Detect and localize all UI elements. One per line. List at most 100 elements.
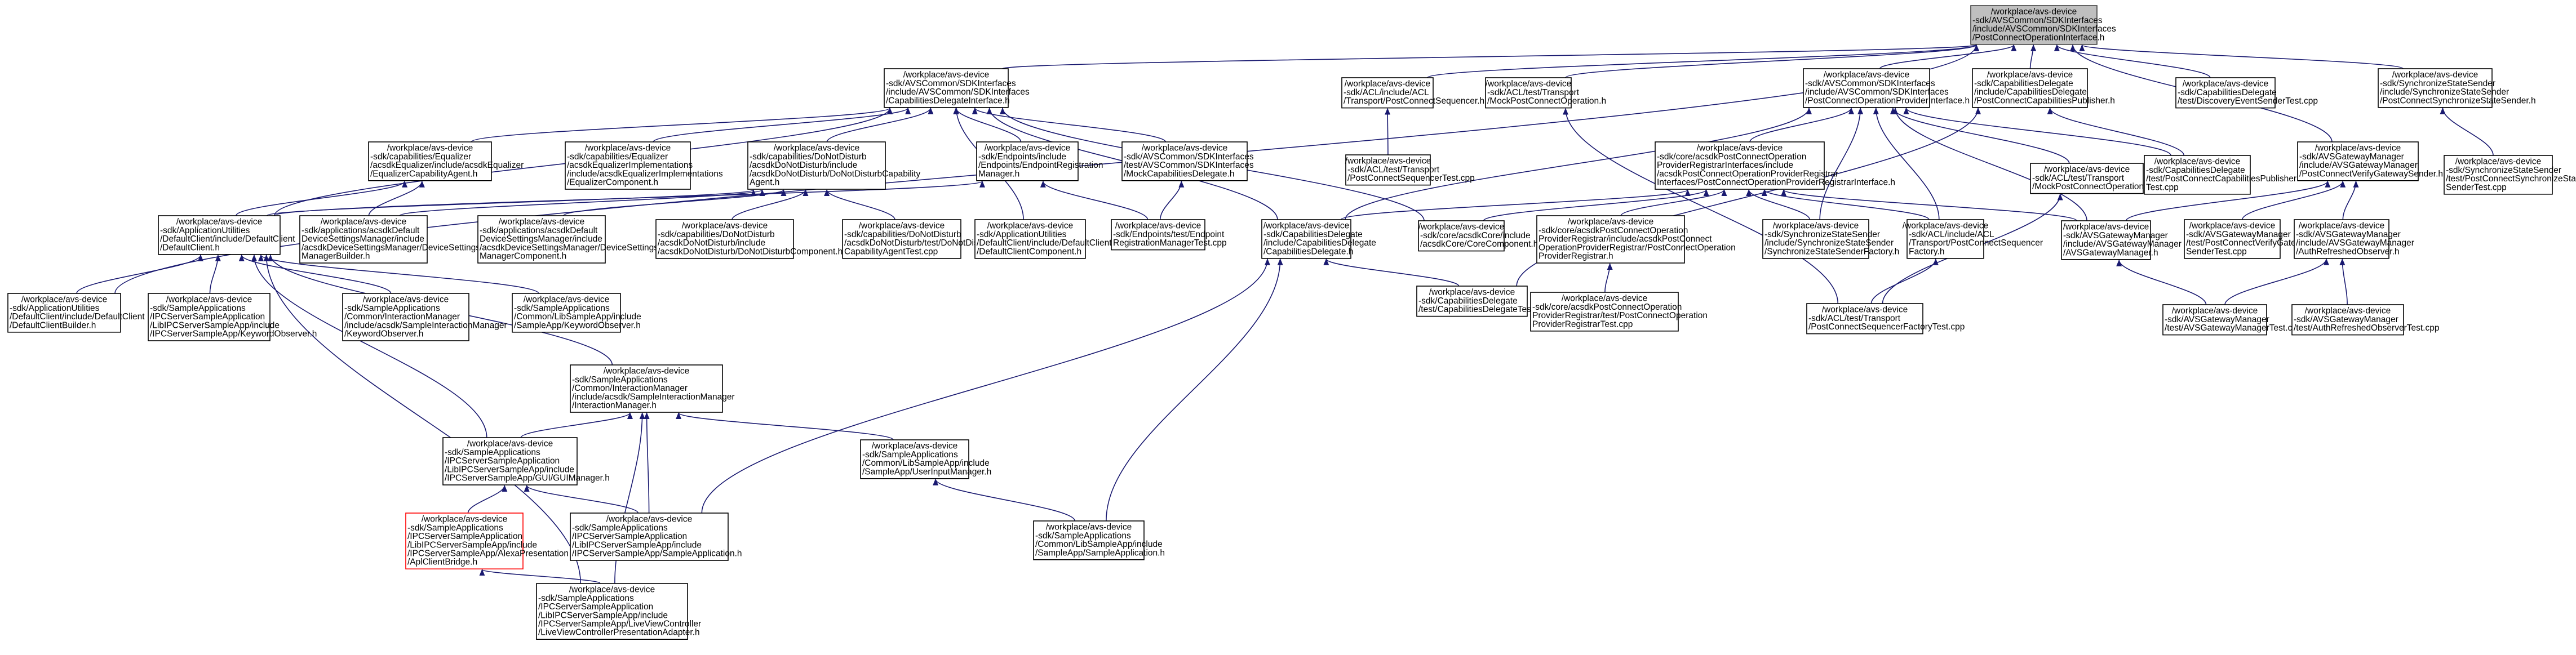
- file-node-box: [2144, 155, 2251, 195]
- file-node-aclpcs[interactable]: /workplace/avs-device-sdk/ACL/include/AC…: [1341, 77, 1484, 109]
- file-node-label-line: -sdk/core/acsdkPostConnectOperation: [1657, 152, 1806, 162]
- file-node-box: [1970, 5, 2098, 45]
- file-node-label-line: /workplace/avs-device: [1773, 221, 1859, 231]
- file-node-aplbridge[interactable]: /workplace/avs-device-sdk/SampleApplicat…: [405, 513, 569, 569]
- file-node-label-line: /include/SynchronizeStateSender: [2380, 87, 2509, 97]
- file-node-label-line: -sdk/Endpoints/include: [978, 152, 1066, 162]
- file-node-mockcapdel[interactable]: /workplace/avs-device-sdk/AVSCommon/SDKI…: [1121, 141, 1254, 181]
- file-node-label-line: /workplace/avs-device: [1429, 288, 1515, 297]
- file-node-dndagent[interactable]: /workplace/avs-device-sdk/capabilities/D…: [747, 141, 920, 190]
- file-node-root[interactable]: /workplace/avs-device-sdk/AVSCommon/SDKI…: [1970, 5, 2116, 45]
- file-node-label-line: /LibIPCServerSampleApp/include: [445, 465, 574, 474]
- file-node-ipckeyword[interactable]: /workplace/avs-device-sdk/SampleApplicat…: [148, 293, 317, 341]
- dependency-edge: [1340, 189, 1691, 220]
- dependency-edge: [76, 254, 203, 294]
- file-node-pcopif[interactable]: /workplace/avs-device-sdk/AVSCommon/SDKI…: [1803, 68, 1970, 108]
- file-node-devsetmgrbuilder[interactable]: /workplace/avs-device-sdk/applications/a…: [299, 215, 480, 264]
- file-node-capdel[interactable]: /workplace/avs-device-sdk/CapabilitiesDe…: [1261, 219, 1376, 259]
- file-node-gwsender[interactable]: /workplace/avs-device-sdk/AVSGatewayMana…: [2297, 141, 2443, 181]
- file-node-devsetmgrcomp[interactable]: /workplace/avs-device-sdk/applications/a…: [477, 215, 658, 264]
- file-node-cddiscov[interactable]: /workplace/avs-device-sdk/CapabilitiesDe…: [2175, 77, 2318, 109]
- file-node-label-line: /workplace/avs-device: [2299, 221, 2384, 231]
- dependency-edge: [1903, 107, 2171, 156]
- file-node-defclient[interactable]: /workplace/avs-device-sdk/ApplicationUti…: [158, 215, 295, 255]
- file-node-guimgr[interactable]: /workplace/avs-device-sdk/SampleApplicat…: [442, 437, 610, 485]
- file-node-label-line: /acsdkDeviceSettingsManager/DeviceSettin…: [480, 243, 658, 252]
- file-node-label-line: /IPCServerSampleApplication: [572, 532, 687, 541]
- file-node-gwmgrtest[interactable]: /workplace/avs-device-sdk/AVSGatewayMana…: [2162, 304, 2302, 336]
- file-node-gwmgr[interactable]: /workplace/avs-device-sdk/AVSGatewayMana…: [2061, 220, 2182, 260]
- file-node-label-line: /KeywordObserver.h: [344, 329, 423, 339]
- file-node-authobstest[interactable]: /workplace/avs-device-sdk/AVSGatewayMana…: [2291, 304, 2439, 336]
- file-node-label-line: /workplace/avs-device: [903, 70, 989, 80]
- file-node-defclientbuilder[interactable]: /workplace/avs-device-sdk/ApplicationUti…: [7, 293, 145, 333]
- file-node-capdeltest[interactable]: /workplace/avs-device-sdk/CapabilitiesDe…: [1416, 286, 1550, 317]
- file-node-label-line: -sdk/core/acsdkPostConnectOperation: [1538, 226, 1688, 235]
- file-node-label-line: -sdk/capabilities/DoNotDisturb: [844, 230, 961, 239]
- file-node-capdelif[interactable]: /workplace/avs-device-sdk/AVSCommon/SDKI…: [884, 68, 1030, 108]
- file-node-cdpubtest[interactable]: /workplace/avs-device-sdk/CapabilitiesDe…: [2144, 155, 2296, 195]
- file-node-label-line: /workplace/avs-device: [363, 295, 449, 305]
- file-node-label-line: -sdk/capabilities/Equalizer: [567, 152, 668, 162]
- file-node-defclientcomp[interactable]: /workplace/avs-device-sdk/ApplicationUti…: [974, 219, 1112, 259]
- dependency-edge: [1781, 189, 2077, 221]
- file-node-syncsender[interactable]: /workplace/avs-device-sdk/SynchronizeSta…: [2378, 68, 2536, 108]
- file-node-libkeyword[interactable]: /workplace/avs-device-sdk/SampleApplicat…: [512, 293, 641, 333]
- dependency-edge: [701, 258, 1270, 514]
- file-node-ipcsampleapp[interactable]: /workplace/avs-device-sdk/SampleApplicat…: [570, 513, 742, 561]
- file-node-label-line: -sdk/CapabilitiesDelegate: [1974, 79, 2073, 88]
- file-node-syncfactory[interactable]: /workplace/avs-device-sdk/SynchronizeSta…: [1762, 219, 1899, 259]
- file-node-label-line: -sdk/AVSGatewayManager: [2063, 231, 2168, 240]
- file-node-liveview[interactable]: /workplace/avs-device-sdk/SampleApplicat…: [536, 583, 701, 640]
- file-node-gwsendertest[interactable]: /workplace/avs-device-sdk/AVSGatewayMana…: [2184, 219, 2312, 259]
- file-node-eqimpl[interactable]: /workplace/avs-device-sdk/capabilities/E…: [565, 141, 723, 190]
- file-node-endpointregtest[interactable]: /workplace/avs-device-sdk/Endpoints/test…: [1111, 219, 1227, 251]
- dependency-edge: [972, 107, 1166, 142]
- file-node-label-line: /workplace/avs-device: [524, 295, 609, 305]
- dependency-edge: [2047, 107, 2185, 156]
- file-node-label-line: -sdk/CapabilitiesDelegate: [2178, 88, 2277, 97]
- file-node-box: [1033, 520, 1145, 560]
- file-node-cdpub[interactable]: /workplace/avs-device-sdk/CapabilitiesDe…: [1972, 68, 2115, 108]
- file-node-box: [747, 141, 886, 190]
- file-node-label-line: -sdk/SampleApplications: [445, 448, 540, 457]
- file-node-label-line: /AplClientBridge.h: [407, 558, 477, 567]
- dependency-edge: [676, 412, 894, 440]
- dependency-edge: [263, 254, 582, 584]
- file-node-dndtest[interactable]: /workplace/avs-device-sdk/capabilities/D…: [842, 219, 993, 259]
- file-node-mockpco[interactable]: /workplace/avs-device-sdk/ACL/test/Trans…: [1485, 77, 1606, 109]
- file-node-usrinput[interactable]: /workplace/avs-device-sdk/SampleApplicat…: [860, 439, 991, 479]
- dependency-edge: [1892, 107, 2087, 221]
- file-node-label-line: /acsdkCore/CoreComponent.h: [1420, 239, 1538, 249]
- file-node-synctest[interactable]: /workplace/avs-device-sdk/SynchronizeSta…: [2444, 155, 2576, 195]
- file-node-intkeyword[interactable]: /workplace/avs-device-sdk/SampleApplicat…: [342, 293, 507, 341]
- file-node-mockpcop[interactable]: /workplace/avs-device-sdk/ACL/test/Trans…: [2030, 163, 2183, 194]
- file-node-label-line: /include/AVSCommon/SDKInterfaces: [1805, 87, 1949, 97]
- file-node-box: [7, 293, 121, 333]
- file-node-label-line: /PostConnectSynchronizeStateSender.h: [2380, 96, 2536, 105]
- file-node-label-line: /include/CapabilitiesDelegate: [1263, 238, 1376, 248]
- file-node-pcoprovreg[interactable]: /workplace/avs-device-sdk/core/acsdkPost…: [1655, 141, 1895, 190]
- file-node-box: [976, 141, 1079, 181]
- file-node-box: [1762, 219, 1869, 259]
- file-node-label-line: -sdk/SampleApplications: [538, 594, 634, 603]
- file-node-pcoprovregh[interactable]: /workplace/avs-device-sdk/core/acsdkPost…: [1536, 215, 1736, 264]
- file-node-authobs[interactable]: /workplace/avs-device-sdk/AVSGatewayMana…: [2294, 219, 2414, 259]
- file-node-box: [158, 215, 281, 255]
- file-node-dndcomp[interactable]: /workplace/avs-device-sdk/capabilities/D…: [655, 219, 843, 259]
- file-node-box: [2378, 68, 2493, 108]
- file-node-label-line: /SampleApp/SampleApplication.h: [1035, 548, 1165, 558]
- file-node-endpointreg[interactable]: /workplace/avs-device-sdk/Endpoints/incl…: [976, 141, 1103, 181]
- dependency-edge: [1890, 107, 2070, 164]
- file-node-label-line: /AVSGatewayManager.h: [2063, 248, 2158, 257]
- file-node-intmgr[interactable]: /workplace/avs-device-sdk/SampleApplicat…: [570, 364, 735, 413]
- file-node-pcstest[interactable]: /workplace/avs-device-sdk/ACL/test/Trans…: [1345, 154, 1475, 186]
- file-node-pcoprovregtest[interactable]: /workplace/avs-device-sdk/core/acsdkPost…: [1530, 292, 1708, 332]
- file-node-label-line: OperationProviderRegistrar/PostConnectOp…: [1538, 243, 1736, 252]
- file-node-pcseqfactory[interactable]: /workplace/avs-device-sdk/ACL/include/AC…: [1903, 219, 2043, 259]
- file-node-pcseqfactorytest[interactable]: /workplace/avs-device-sdk/ACL/test/Trans…: [1806, 303, 1965, 335]
- file-node-eqagent[interactable]: /workplace/avs-device-sdk/capabilities/E…: [368, 141, 524, 181]
- file-node-corecomp[interactable]: /workplace/avs-device-sdk/core/acsdkCore…: [1418, 220, 1538, 252]
- file-node-label-line: Agent.h: [750, 178, 779, 188]
- file-node-libsampleapp[interactable]: /workplace/avs-device-sdk/SampleApplicat…: [1033, 520, 1165, 560]
